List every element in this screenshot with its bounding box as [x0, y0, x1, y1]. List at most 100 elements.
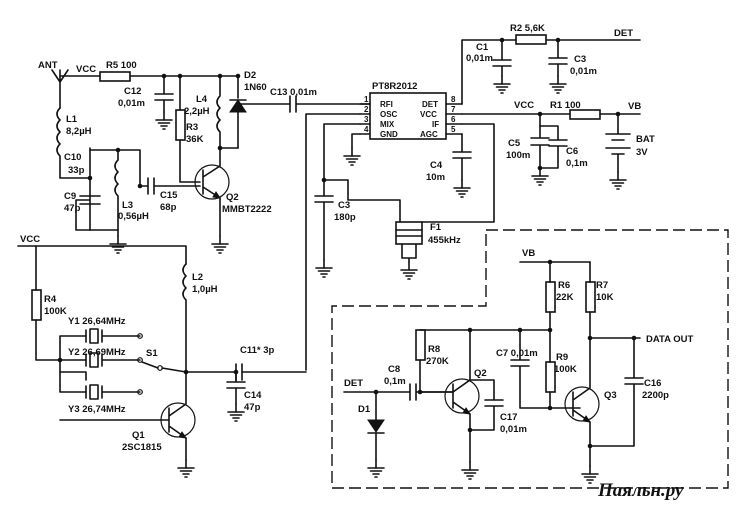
- r7-resistor: [585, 281, 596, 313]
- label-l2-val: 1,0µH: [192, 284, 218, 295]
- label-c1: C1: [476, 42, 489, 53]
- label-l1-val: 8,2µH: [66, 126, 92, 137]
- label-q3: Q3: [604, 390, 617, 401]
- r8-resistor: [415, 329, 426, 361]
- d1-diode: [367, 419, 385, 433]
- label-bat: BAT: [636, 134, 655, 145]
- label-c14-val: 47p: [244, 402, 261, 413]
- label-det-in: DET: [344, 378, 363, 389]
- label-r3-val: 36K: [186, 134, 204, 145]
- pin-gnd: GND: [380, 130, 398, 139]
- label-l2: L2: [192, 272, 203, 283]
- pin-8: 8: [451, 95, 456, 104]
- label-c5-val: 100m: [506, 150, 530, 161]
- dashed-enclosure: [331, 229, 729, 489]
- label-q1: Q1: [132, 430, 145, 441]
- label-bat-val: 3V: [636, 147, 648, 158]
- label-d2: D2: [244, 70, 256, 81]
- label-c5: C5: [508, 138, 521, 149]
- label-c8: C8: [388, 364, 400, 375]
- s1-switch: [137, 333, 187, 395]
- label-c15: C15: [160, 190, 178, 201]
- q2-transistor: [194, 164, 230, 200]
- label-c12: C12: [124, 86, 141, 97]
- label-c6-val: 0,1m: [566, 158, 588, 169]
- pin-mix: MIX: [380, 120, 395, 129]
- pin-3: 3: [364, 115, 369, 124]
- label-vcc-top: VCC: [76, 64, 96, 75]
- oscillator-section: [17, 245, 307, 478]
- r5-resistor: [99, 71, 131, 82]
- label-c10-val: 33p: [68, 165, 85, 176]
- label-l1: L1: [66, 114, 78, 125]
- label-c17-val: 0,01m: [500, 424, 527, 435]
- l4-inductor: [216, 75, 239, 149]
- label-q2-val: MMBT2222: [222, 204, 272, 215]
- label-c4-val: 10m: [426, 172, 445, 183]
- label-y1: Y1 26,64MHz: [68, 316, 126, 327]
- label-q2b: Q2: [474, 368, 487, 379]
- pin-rfi: RFI: [380, 100, 393, 109]
- label-d1: D1: [358, 404, 371, 415]
- label-c3r-val: 0,01m: [570, 66, 597, 77]
- crystals: [59, 328, 141, 400]
- label-data-out: DATA OUT: [646, 334, 694, 345]
- label-ant: ANT: [38, 60, 58, 71]
- label-c7: C7 0,01m: [496, 348, 538, 359]
- component-labels: ANT VCC R5 100 C12 0,01m L1 8,2µH R3 36K…: [20, 23, 694, 501]
- pin-6: 6: [451, 115, 456, 124]
- label-r6-val: 22K: [556, 292, 574, 303]
- label-c15-val: 68p: [160, 202, 177, 213]
- pin-1: 1: [364, 95, 369, 104]
- label-r4-val: 100K: [44, 306, 67, 317]
- label-r8-val: 270K: [426, 356, 449, 367]
- label-r9-val: 100K: [554, 364, 577, 375]
- pin-2: 2: [364, 105, 369, 114]
- label-c10: C10: [64, 152, 81, 163]
- label-c3r: C3: [574, 54, 586, 65]
- label-r8: R8: [428, 344, 440, 355]
- r1-resistor: [569, 109, 601, 120]
- c12-capacitor: [154, 75, 174, 113]
- label-c1-val: 0,01m: [466, 53, 493, 64]
- pin-vcc: VCC: [420, 110, 437, 119]
- label-q1-val: 2SC1815: [122, 442, 162, 453]
- l2-inductor: [182, 263, 187, 373]
- label-r3: R3: [186, 122, 198, 133]
- label-r9: R9: [556, 352, 568, 363]
- label-f1: F1: [430, 222, 442, 233]
- watermark: Паяльн.ру: [597, 480, 684, 501]
- l3-inductor: [114, 149, 119, 231]
- label-vcc-left: VCC: [20, 234, 40, 245]
- label-ic: PT8R2012: [372, 81, 417, 92]
- label-l4-val: 2,2µH: [184, 106, 210, 117]
- label-q2: Q2: [226, 192, 239, 203]
- pin-4: 4: [364, 125, 369, 134]
- label-l4: L4: [196, 94, 208, 105]
- label-c4: C4: [430, 160, 443, 171]
- f1-filter: [395, 221, 423, 245]
- label-c6: C6: [566, 146, 578, 157]
- label-c16: C16: [644, 378, 661, 389]
- pin-7: 7: [451, 105, 456, 114]
- label-r2: R2 5,6K: [510, 23, 545, 34]
- pin-if: IF: [432, 120, 439, 129]
- label-r5: R5 100: [106, 60, 137, 71]
- d2-diode: [229, 99, 247, 113]
- label-c9-val: 47p: [64, 203, 81, 214]
- label-det-top: DET: [614, 28, 633, 39]
- ic-body: [369, 92, 447, 140]
- pin-agc: AGC: [420, 130, 438, 139]
- label-y3: Y3 26,74MHz: [68, 404, 126, 415]
- pin-osc: OSC: [380, 110, 398, 119]
- label-c14: C14: [244, 390, 262, 401]
- antenna-section: [51, 69, 371, 254]
- label-r4: R4: [44, 294, 57, 305]
- q2b-transistor: [444, 378, 480, 414]
- pin-det: DET: [422, 100, 438, 109]
- q3-transistor: [564, 386, 600, 422]
- r2-resistor: [515, 34, 547, 45]
- label-l3-val: 0,56µH: [118, 211, 149, 222]
- label-c16-val: 2200p: [642, 390, 669, 401]
